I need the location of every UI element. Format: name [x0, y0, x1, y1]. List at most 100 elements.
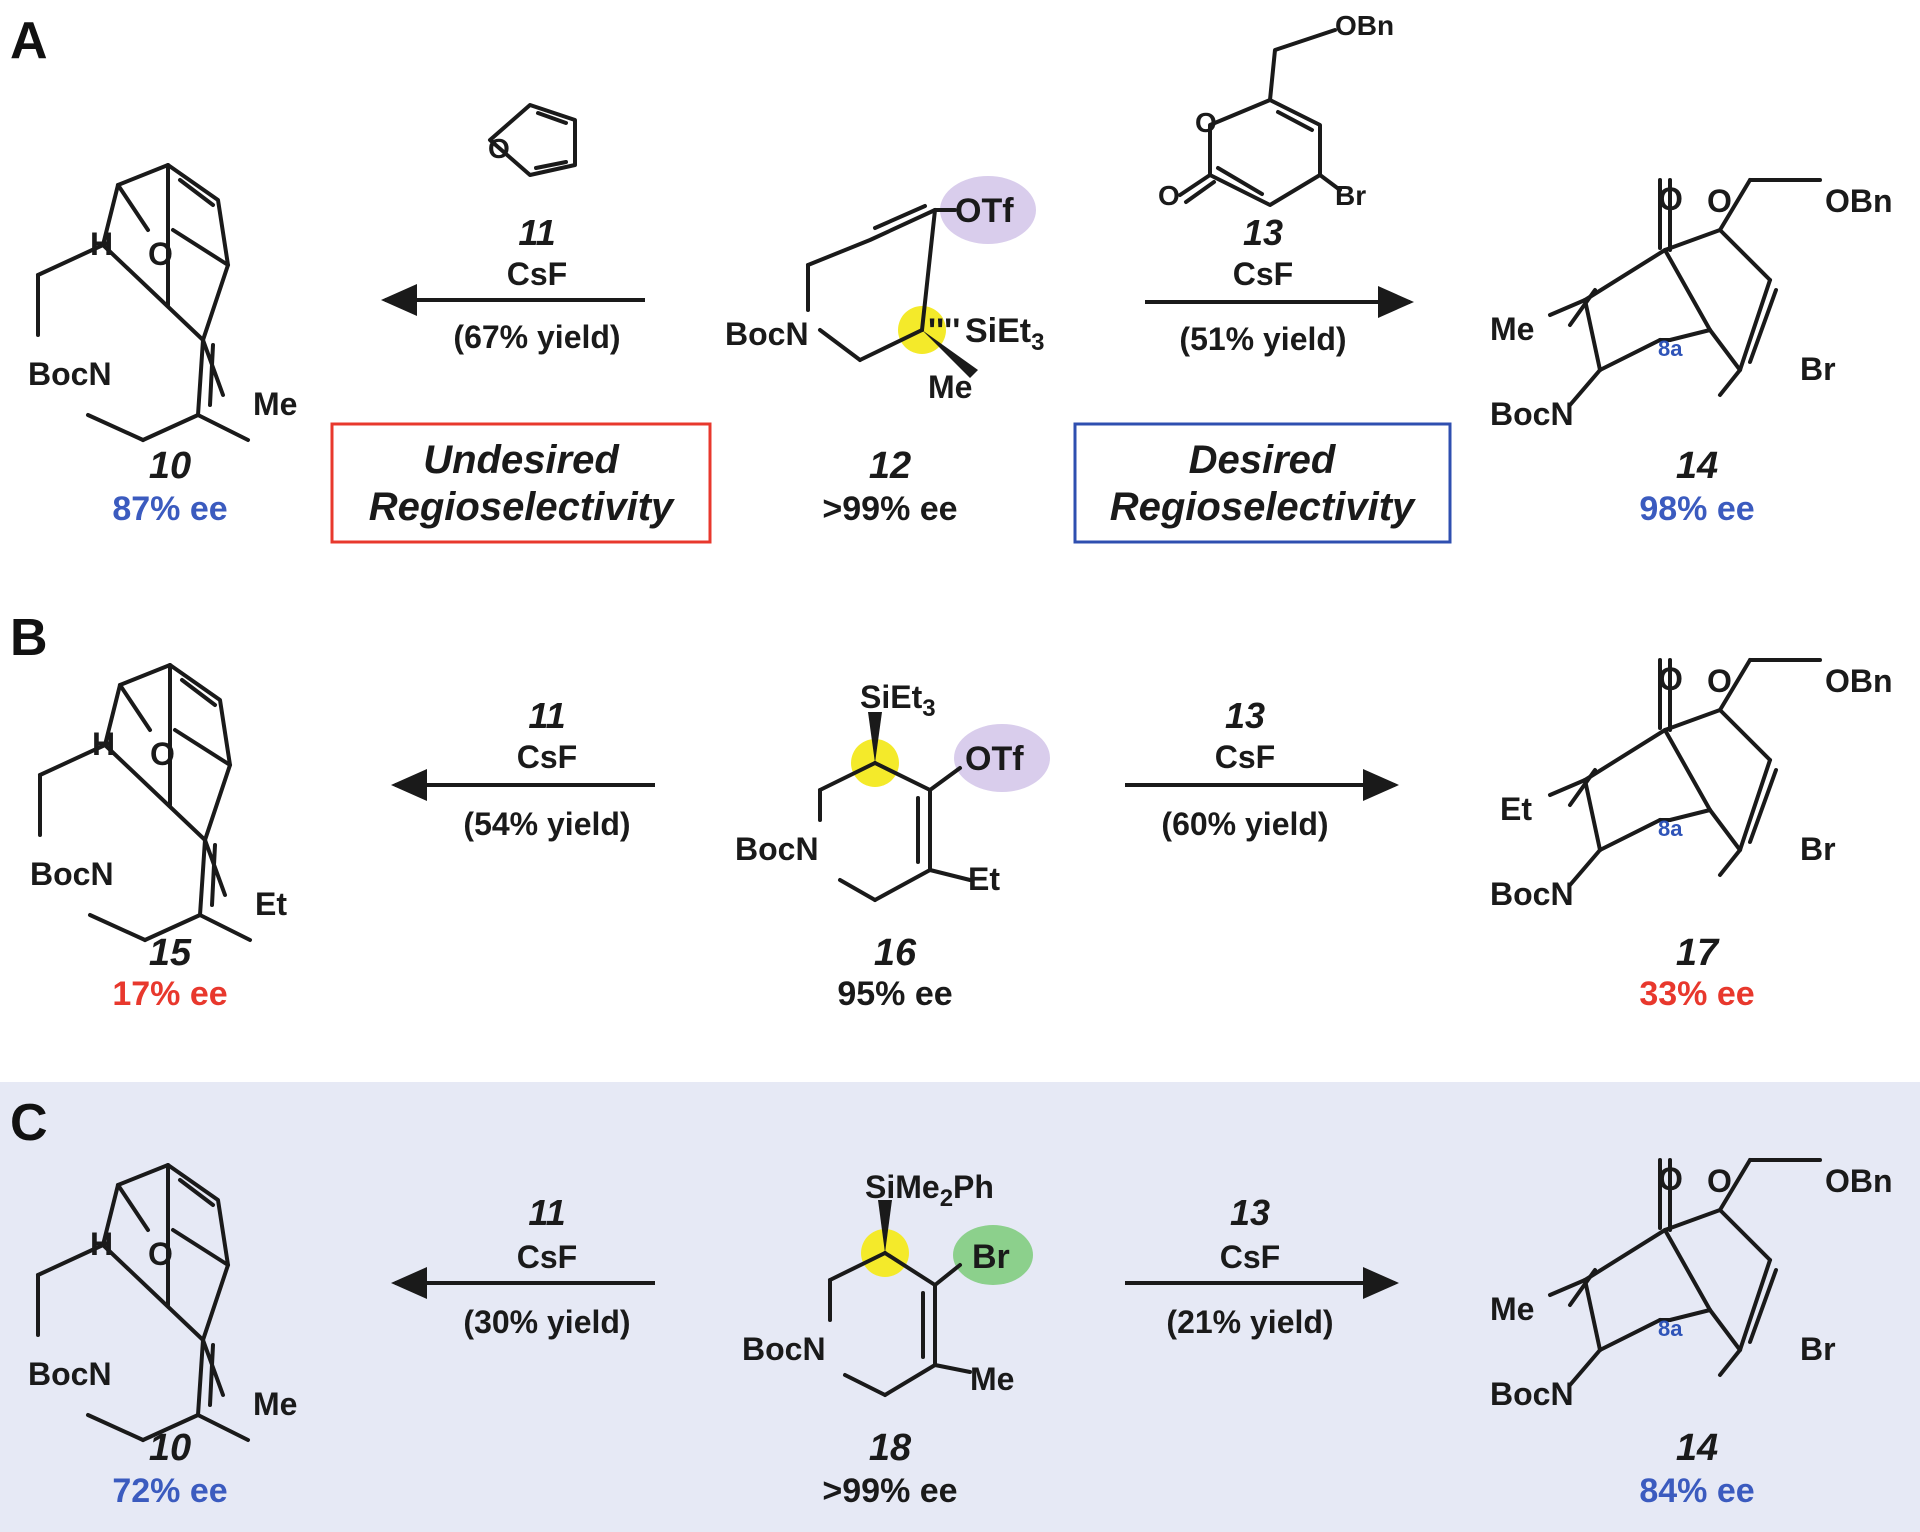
ee-value-12: >99% ee	[822, 490, 957, 528]
ketone-o: O	[1658, 181, 1683, 217]
position-8a-label: 8a	[1658, 816, 1683, 841]
reagent-number-13: 13	[1225, 695, 1265, 736]
ee-value-14: 98% ee	[1639, 490, 1754, 528]
pyrone-13-structure: O O Br OBn	[1158, 10, 1394, 211]
bocn-label: BocN	[725, 316, 809, 352]
br-label: Br	[1800, 831, 1836, 867]
bocn-label: BocN	[735, 831, 819, 867]
bocn-label: BocN	[1490, 1376, 1574, 1412]
panel-c: H O BocN Me 10 72% ee 11 CsF (30% yield)…	[28, 1158, 1893, 1510]
reagent-base: CsF	[1220, 1239, 1280, 1275]
undesired-box-line1: Undesired	[423, 438, 620, 482]
furan-o-label: O	[488, 133, 510, 164]
h-label: H	[90, 1226, 113, 1262]
ketone-o: O	[1658, 1161, 1683, 1197]
substituent-label: Me	[1490, 311, 1534, 347]
bridge-o: O	[1707, 183, 1732, 219]
compound-17-structure: O O OBn Et 8a Br BocN	[1490, 658, 1893, 912]
reaction-yield: (21% yield)	[1166, 1304, 1333, 1340]
compound-10-structure: H O BocN Me	[28, 163, 297, 442]
compound-16-structure: OTf SiEt3 Et BocN	[735, 679, 1050, 902]
ee-value-17: 33% ee	[1639, 975, 1754, 1013]
pyrone-br: Br	[1335, 180, 1366, 211]
bridge-o: O	[1707, 663, 1732, 699]
reagent-number-13: 13	[1230, 1192, 1270, 1233]
bridge-o-label: O	[150, 736, 175, 772]
position-8a-label: 8a	[1658, 336, 1683, 361]
bocn-label: BocN	[1490, 876, 1574, 912]
bocn-label: BocN	[742, 1331, 826, 1367]
otf-highlight	[954, 724, 1050, 792]
bridge-o: O	[1707, 1163, 1732, 1199]
ee-value-18: >99% ee	[822, 1472, 957, 1510]
undesired-box-line2: Regioselectivity	[369, 485, 675, 529]
reagent-base: CsF	[1233, 256, 1293, 292]
reagent-base: CsF	[507, 256, 567, 292]
panel-b: H O BocN Et 15 17% ee 11 CsF (54% yield)…	[30, 658, 1893, 1013]
compound-number-14: 14	[1676, 1427, 1718, 1469]
desired-regioselectivity-box	[1073, 422, 1452, 544]
obn-label: OBn	[1825, 1163, 1893, 1199]
compound-number-17: 17	[1676, 932, 1720, 974]
furan-11-structure: O	[488, 103, 577, 177]
h-label: H	[92, 726, 115, 762]
ee-value-15: 17% ee	[112, 975, 227, 1013]
leaving-group-label: OTf	[955, 192, 1014, 230]
bocn-label: BocN	[1490, 396, 1574, 432]
reagent-base: CsF	[517, 739, 577, 775]
compound-number-18: 18	[869, 1427, 912, 1469]
br-highlight	[953, 1225, 1033, 1285]
reagent-number-11: 11	[518, 212, 555, 253]
ee-value-16: 95% ee	[837, 975, 952, 1013]
reaction-yield: (51% yield)	[1179, 321, 1346, 357]
compound-12-structure: OTf '''' SiEt3 Me BocN	[725, 176, 1044, 405]
compound-number-10: 10	[149, 445, 191, 487]
h-label: H	[90, 226, 113, 262]
obn-label: OBn	[1825, 183, 1893, 219]
leaving-group-label: Br	[972, 1238, 1010, 1276]
ee-value-14: 84% ee	[1639, 1472, 1754, 1510]
silyl-hash: ''''	[928, 312, 960, 350]
desired-box-line2: Regioselectivity	[1110, 485, 1416, 529]
position-8a-label: 8a	[1658, 1316, 1683, 1341]
reaction-yield: (67% yield)	[453, 319, 620, 355]
otf-highlight	[940, 176, 1036, 244]
pyrone-obn: OBn	[1335, 10, 1394, 41]
bridge-o-label: O	[148, 1236, 173, 1272]
substituent-label: Me	[928, 369, 972, 405]
substituent-label: Et	[255, 886, 287, 922]
silyl-label: SiEt3	[965, 312, 1044, 356]
panel-label-b: B	[10, 609, 48, 667]
reaction-yield: (60% yield)	[1161, 806, 1328, 842]
compound-number-10: 10	[149, 1427, 191, 1469]
bocn-label: BocN	[28, 1356, 112, 1392]
reaction-yield: (30% yield)	[463, 1304, 630, 1340]
bocn-label: BocN	[28, 356, 112, 392]
br-label: Br	[1800, 1331, 1836, 1367]
compound-14-structure: O O OBn Me 8a Br BocN	[1490, 178, 1893, 432]
substituent-label: Et	[968, 861, 1000, 897]
compound-number-15: 15	[149, 932, 192, 974]
panel-label-c: C	[10, 1094, 48, 1152]
panel-label-a: A	[10, 12, 48, 70]
pyrone-carbonyl-o: O	[1158, 180, 1180, 211]
bridge-o-label: O	[148, 236, 173, 272]
panel-c-background	[0, 1082, 1920, 1532]
br-label: Br	[1800, 351, 1836, 387]
substituent-label: Et	[1500, 791, 1532, 827]
panel-a: H O BocN Me 10 87% ee 11 CsF (67% yield)…	[28, 10, 1893, 544]
compound-number-12: 12	[869, 445, 911, 487]
desired-box-line1: Desired	[1189, 438, 1337, 482]
reagent-number-13: 13	[1243, 212, 1283, 253]
leaving-group-label: OTf	[965, 740, 1024, 778]
ketone-o: O	[1658, 661, 1683, 697]
compound-14-structure: O O OBn Me 8a Br BocN	[1490, 1158, 1893, 1412]
substituent-label: Me	[253, 386, 297, 422]
compound-number-16: 16	[874, 932, 917, 974]
reagent-number-11: 11	[528, 695, 565, 736]
pyrone-ring-o: O	[1195, 107, 1217, 138]
bocn-label: BocN	[30, 856, 114, 892]
compound-number-14: 14	[1676, 445, 1718, 487]
reagent-base: CsF	[517, 1239, 577, 1275]
